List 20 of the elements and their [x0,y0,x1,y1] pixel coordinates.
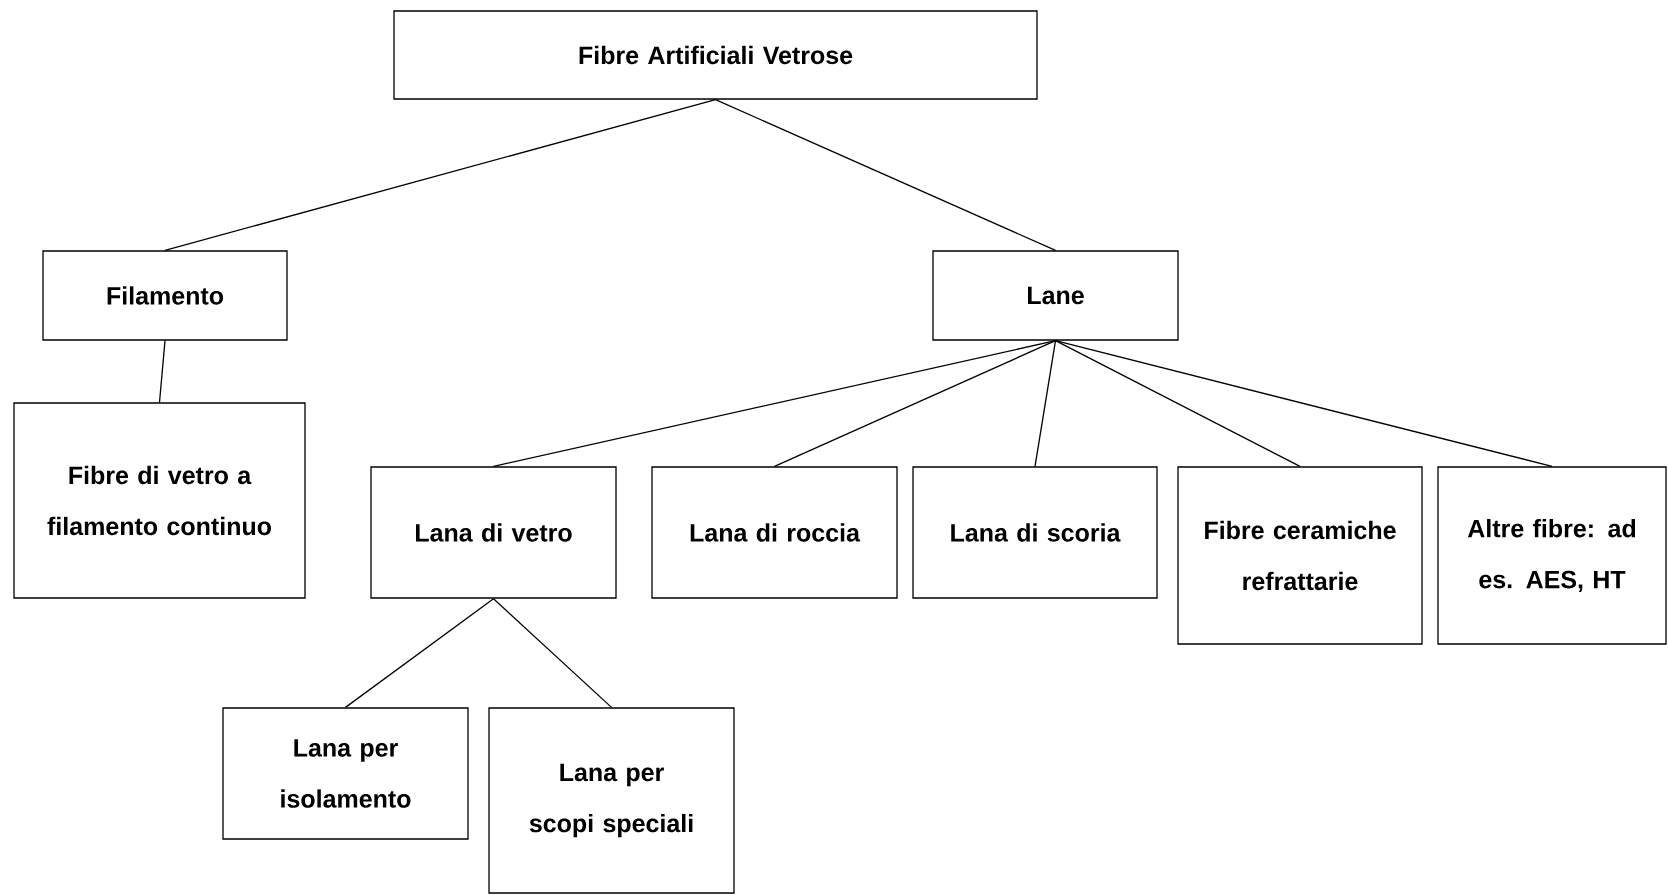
connector-line [1034,340,1057,467]
category-box: Lane [932,250,1179,341]
connector-line [1054,340,1553,467]
category-box: Filamento [42,250,288,341]
category-box: Fibre Artificiali Vetrose [393,10,1038,100]
connector-line [164,99,717,251]
connector-line [492,340,1057,467]
category-box: Fibre di vetro a filamento continuo [13,402,306,599]
connector-line [492,598,613,708]
category-box: Lana di vetro [370,466,617,599]
connector-line [158,340,166,403]
connector-line [773,340,1057,467]
category-box: Lana per scopi speciali [488,707,735,894]
category-box: Fibre ceramiche refrattarie [1177,466,1423,645]
category-box: Lana per isolamento [222,707,469,840]
category-box: Altre fibre: ad es. AES, HT [1437,466,1667,645]
connector-line [344,598,495,708]
category-box: Lana di roccia [651,466,898,599]
connector-line [714,99,1057,251]
category-box: Lana di scoria [912,466,1158,599]
